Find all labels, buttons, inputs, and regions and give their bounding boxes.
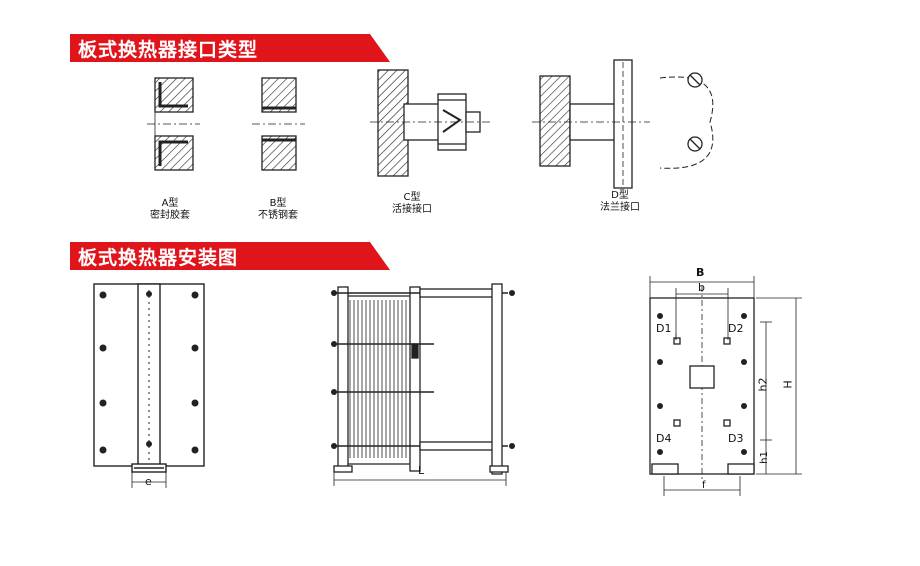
dim-label-f: f bbox=[702, 480, 706, 491]
section-title-connection-types: 板式换热器接口类型 bbox=[78, 39, 259, 61]
section-title-installation: 板式换热器安装图 bbox=[78, 247, 239, 269]
dim-label-D2: D2 bbox=[728, 322, 744, 335]
dim-label-D1: D1 bbox=[656, 322, 672, 335]
connection-type-b-drawing bbox=[252, 77, 305, 171]
dim-label-D4: D4 bbox=[656, 432, 672, 445]
connection-type-a-drawing bbox=[147, 77, 200, 171]
banner-shape bbox=[70, 242, 390, 270]
dim-label-b: b bbox=[698, 281, 705, 294]
plan-view-drawing bbox=[649, 276, 802, 496]
front-view-drawing bbox=[93, 283, 205, 488]
dim-label-D3: D3 bbox=[728, 432, 744, 445]
connection-name: 不锈钢套 bbox=[258, 210, 298, 221]
banner-shape bbox=[70, 34, 390, 62]
connection-label-d: D型 法兰接口 bbox=[590, 190, 650, 214]
connection-label-b: B型 不锈钢套 bbox=[248, 198, 308, 222]
dim-label-B: B bbox=[696, 266, 705, 279]
dim-label-L: L bbox=[418, 464, 425, 477]
dim-label-h1: h1 bbox=[758, 451, 770, 464]
connection-type-c-drawing bbox=[370, 69, 492, 177]
dim-label-h2: h2 bbox=[756, 377, 770, 392]
connection-code: A型 bbox=[161, 198, 179, 209]
side-view-drawing bbox=[331, 283, 515, 486]
connection-name: 法兰接口 bbox=[600, 202, 640, 213]
section-banner-connection-types: 板式换热器接口类型 bbox=[70, 34, 390, 62]
connection-name: 活接接口 bbox=[392, 204, 432, 215]
connection-name: 密封胶套 bbox=[150, 210, 190, 221]
dim-label-e: e bbox=[145, 475, 152, 488]
connection-code: D型 bbox=[611, 190, 629, 201]
dim-label-H: H bbox=[781, 380, 795, 389]
section-banner-installation: 板式换热器安装图 bbox=[70, 242, 390, 270]
connection-type-d-drawing bbox=[532, 59, 714, 189]
connection-label-a: A型 密封胶套 bbox=[140, 198, 200, 222]
connection-code: B型 bbox=[269, 198, 287, 209]
connection-label-c: C型 活接接口 bbox=[382, 192, 442, 216]
connection-code: C型 bbox=[403, 192, 421, 203]
